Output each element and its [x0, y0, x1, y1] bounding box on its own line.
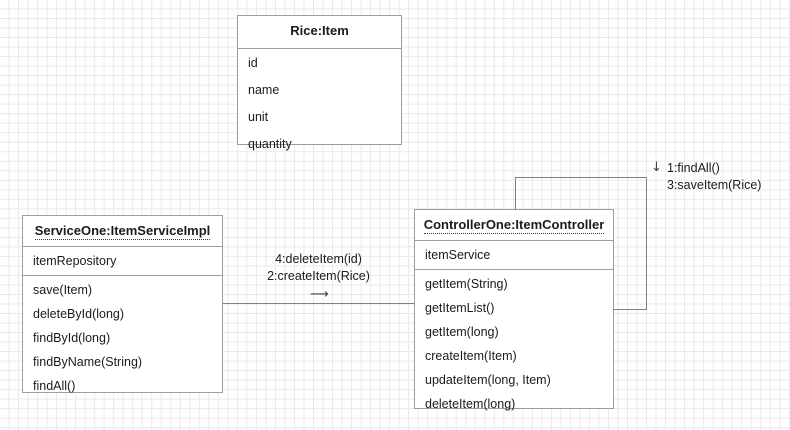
class-attribute: unit — [248, 110, 269, 124]
connector-service-to-controller[interactable] — [223, 303, 414, 304]
class-attribute: id — [248, 56, 258, 70]
connector-self-loop-bottom-leg[interactable] — [613, 309, 647, 310]
class-attribute: quantity — [248, 137, 292, 151]
message-line: 4:deleteItem(id) — [275, 252, 362, 266]
class-title-service-one: ServiceOne:ItemServiceImpl — [23, 216, 222, 247]
class-operations-service-one: save(Item) deleteById(long) findById(lon… — [23, 275, 222, 398]
message-line: 1:findAll() — [667, 161, 720, 175]
class-box-service-one[interactable]: ServiceOne:ItemServiceImpl itemRepositor… — [22, 215, 223, 393]
class-attributes-rice-item: id name unit quantity — [238, 49, 401, 156]
message-label-service-to-controller: 4:deleteItem(id) 2:createItem(Rice) — [251, 251, 386, 285]
message-line: 3:saveItem(Rice) — [667, 178, 762, 192]
connector-self-loop-right-leg[interactable] — [646, 177, 647, 310]
arrow-down-icon: ↓ — [651, 160, 662, 175]
class-operation: deleteById(long) — [33, 307, 125, 321]
class-title-rice-item: Rice:Item — [238, 16, 401, 49]
class-attributes-service-one: itemRepository — [23, 247, 222, 275]
message-label-controller-self: 1:findAll() 3:saveItem(Rice) — [667, 160, 761, 194]
class-title-controller-one: ControllerOne:ItemController — [415, 210, 613, 241]
class-operation: findAll() — [33, 379, 76, 393]
class-box-rice-item[interactable]: Rice:Item id name unit quantity — [237, 15, 402, 151]
class-operation: deleteItem(long) — [425, 397, 516, 411]
connector-self-loop-left-leg[interactable] — [515, 177, 516, 210]
class-operation: getItem(String) — [425, 277, 508, 291]
class-attribute: itemRepository — [33, 254, 117, 268]
class-operation: createItem(Item) — [425, 349, 517, 363]
connector-self-loop-top-leg[interactable] — [515, 177, 647, 178]
message-line: 2:createItem(Rice) — [267, 269, 370, 283]
class-operation: findByName(String) — [33, 355, 143, 369]
class-operation: save(Item) — [33, 283, 93, 297]
class-operation: updateItem(long, Item) — [425, 373, 551, 387]
class-operation: findById(long) — [33, 331, 111, 345]
class-attribute: itemService — [425, 248, 491, 262]
class-operations-controller-one: getItem(String) getItemList() getItem(lo… — [415, 269, 613, 416]
class-operation: getItemList() — [425, 301, 495, 315]
class-operation: getItem(long) — [425, 325, 499, 339]
class-box-controller-one[interactable]: ControllerOne:ItemController itemService… — [414, 209, 614, 411]
class-attribute: name — [248, 83, 280, 97]
class-attributes-controller-one: itemService — [415, 241, 613, 269]
arrow-right-icon: ⟶ — [310, 287, 329, 302]
